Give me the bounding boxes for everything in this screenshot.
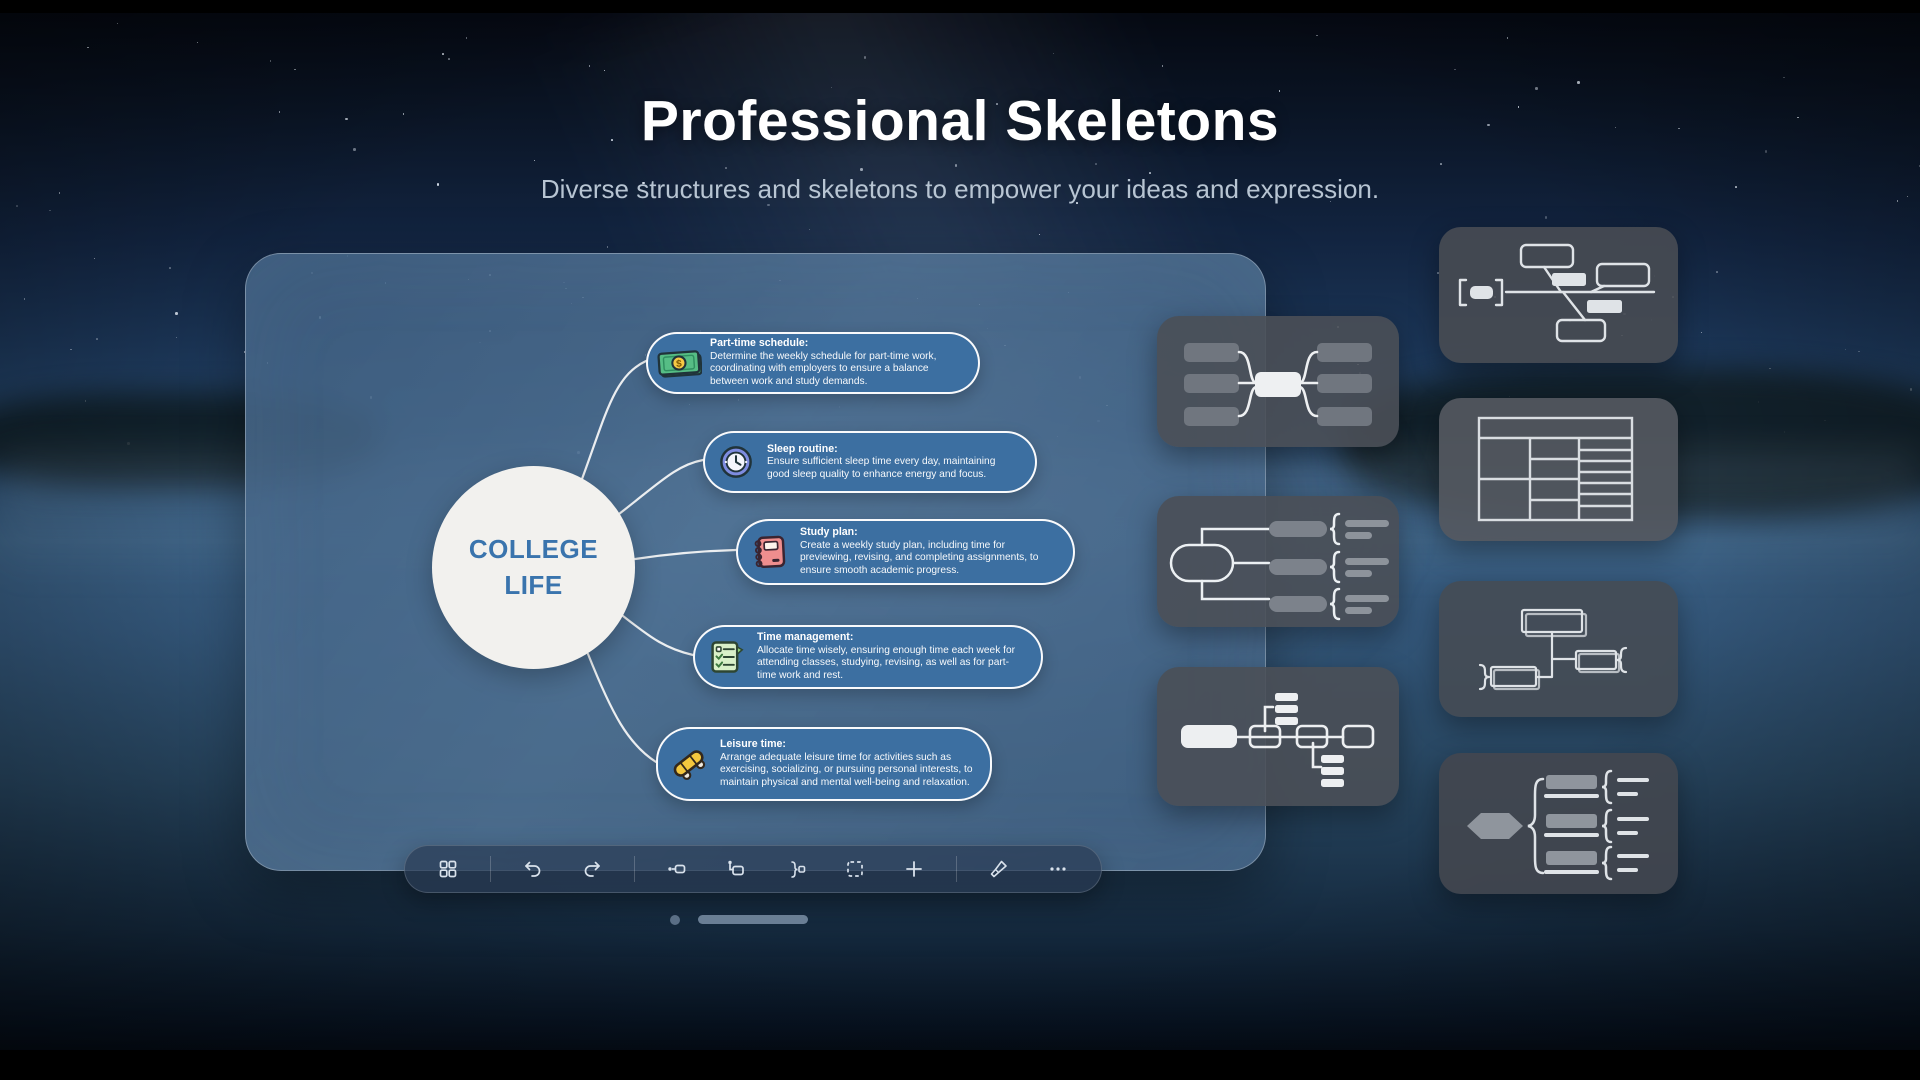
pagination-active-indicator[interactable] (698, 915, 808, 924)
branch-title: Part-time schedule: (710, 337, 809, 350)
redo-icon[interactable] (575, 852, 609, 886)
skateboard-icon (658, 743, 720, 785)
branch-title: Sleep routine: (767, 442, 838, 455)
format-painter-icon[interactable] (982, 852, 1016, 886)
toolbar-divider (955, 856, 957, 882)
slide-pagination (0, 914, 1920, 926)
branch-title: Leisure time: (720, 738, 786, 751)
pagination-dot[interactable] (670, 915, 680, 925)
toolbar-divider (490, 856, 492, 882)
thumbnail-org-chart-skeleton[interactable] (1439, 581, 1678, 717)
editor-toolbar (404, 845, 1102, 893)
central-topic-line2: LIFE (504, 569, 563, 600)
page-title: Professional Skeletons (640, 89, 1280, 153)
central-topic-line1: COLLEGE (468, 534, 599, 565)
branch-body: Allocate time wisely, ensuring enough ti… (757, 644, 1016, 681)
branch-node-sleep-routine[interactable]: Sleep routine: Ensure sufficient sleep t… (703, 431, 1037, 493)
thumbnail-fishbone-skeleton[interactable] (1439, 227, 1678, 363)
undo-icon[interactable] (516, 852, 550, 886)
thumbnail-logic-chart-skeleton[interactable] (1157, 496, 1399, 627)
clock-icon (705, 444, 767, 480)
thumbnail-mind-map-skeleton[interactable] (1157, 316, 1399, 447)
branch-body: Arrange adequate leisure time for activi… (720, 751, 973, 788)
select-area-icon[interactable] (838, 852, 872, 886)
summary-icon[interactable] (779, 852, 813, 886)
branch-body: Create a weekly study plan, including ti… (800, 539, 1039, 576)
notebook-icon (738, 533, 800, 571)
thumbnail-brace-map-skeleton[interactable] (1439, 753, 1678, 894)
thumbnail-table-skeleton[interactable] (1439, 398, 1678, 541)
letterbox-top (0, 0, 1920, 13)
more-icon[interactable] (1041, 852, 1075, 886)
add-node-icon[interactable] (897, 852, 931, 886)
branch-node-leisure-time[interactable]: Leisure time: Arrange adequate leisure t… (656, 727, 992, 801)
branch-connectors (580, 359, 738, 764)
thumbnail-timeline-flowchart-skeleton[interactable] (1157, 667, 1399, 806)
letterbox-bottom (0, 1050, 1920, 1080)
toolbar-divider (634, 856, 636, 882)
svg-text:$: $ (676, 359, 683, 370)
branch-node-study-plan[interactable]: Study plan: Create a weekly study plan, … (736, 519, 1075, 585)
central-topic-node[interactable]: COLLEGE LIFE (432, 466, 635, 669)
insert-child-node-icon[interactable] (719, 852, 753, 886)
branch-title: Time management: (757, 631, 854, 644)
branch-body: Determine the weekly schedule for part-t… (710, 350, 937, 387)
page-subtitle: Diverse structures and skeletons to empo… (540, 174, 1380, 204)
layout-grid-icon[interactable] (431, 852, 465, 886)
branch-node-part-time-schedule[interactable]: $ Part-time schedule: Determine the week… (646, 332, 980, 394)
slide-preview-board[interactable]: $ Part-time schedule: Determine the week… (245, 253, 1266, 871)
money-icon: $ (648, 347, 710, 379)
branch-body: Ensure sufficient sleep time every day, … (767, 455, 996, 480)
branch-node-time-management[interactable]: Time management: Allocate time wisely, e… (693, 625, 1043, 689)
insert-peer-node-icon[interactable] (660, 852, 694, 886)
checklist-icon (695, 638, 757, 676)
branch-title: Study plan: (800, 526, 858, 539)
